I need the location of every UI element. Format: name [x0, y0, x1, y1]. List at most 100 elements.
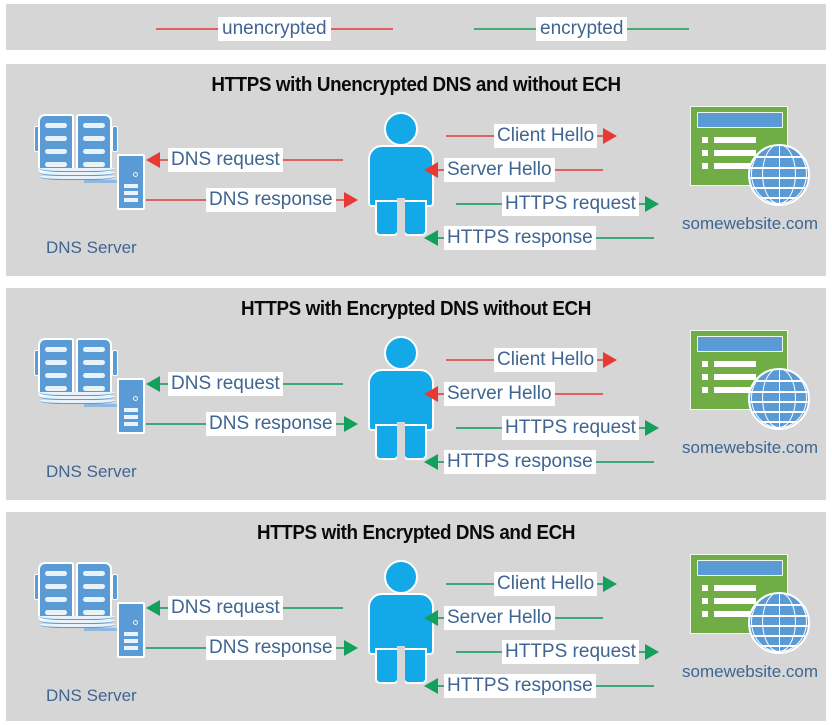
- browser-list-line: [714, 163, 756, 169]
- server-link-line: [84, 404, 120, 407]
- legend-item-unencrypted: unencrypted: [156, 17, 393, 41]
- flow-line: [438, 685, 444, 687]
- server-slot: [124, 198, 138, 202]
- flow-line: [438, 169, 444, 171]
- book-icon: [34, 336, 118, 404]
- flow-line: [456, 427, 502, 429]
- panel-unencrypted-dns-no-ech: HTTPS with Unencrypted DNS and without E…: [6, 64, 826, 276]
- person-leg-gap: [397, 646, 405, 686]
- dns-server-label: DNS Server: [46, 238, 137, 257]
- flow-line: [335, 647, 344, 649]
- person-head: [384, 336, 418, 370]
- flow-line: [438, 237, 444, 239]
- flow-line: [160, 383, 168, 385]
- flow-dns-response: DNS response: [146, 412, 358, 436]
- book-text-line: [45, 386, 67, 391]
- book-page-left: [38, 338, 74, 396]
- dns-server-node: DNS Server: [30, 112, 170, 257]
- server-tower-icon: [117, 154, 145, 210]
- globe-icon: [748, 592, 810, 654]
- browser-list-bullet: [702, 585, 708, 591]
- browser-list-bullet: [702, 150, 708, 156]
- book-text-line: [45, 347, 67, 352]
- flow-client-hello: Client Hello: [446, 572, 618, 596]
- book-text-line: [45, 123, 67, 128]
- book-page-edges: [38, 392, 116, 404]
- arrowhead-left: [424, 610, 438, 626]
- book-text-line: [45, 136, 67, 141]
- book-icon: [34, 560, 118, 628]
- flow-label: HTTPS response: [444, 226, 596, 250]
- legend-label-encrypted: encrypted: [536, 17, 628, 41]
- flow-label: DNS response: [206, 412, 336, 436]
- flow-line: [282, 383, 343, 385]
- book-icon: [34, 112, 118, 180]
- flow-line: [456, 203, 502, 205]
- flow-client-hello: Client Hello: [446, 348, 618, 372]
- panel-encrypted-dns-no-ech: HTTPS with Encrypted DNS without ECH DNS…: [6, 288, 826, 500]
- website-label: somewebsite.com: [682, 214, 819, 233]
- flow-https-request: HTTPS request: [456, 192, 659, 216]
- legend-line-unencrypted-right: [330, 28, 393, 30]
- legend-line-unencrypted: [156, 28, 218, 30]
- server-slot: [124, 191, 138, 195]
- flow-line: [160, 607, 168, 609]
- server-slot: [124, 415, 138, 419]
- flow-line: [160, 159, 168, 161]
- flow-line: [638, 651, 645, 653]
- server-slot: [124, 408, 138, 412]
- browser-list-line: [714, 611, 756, 617]
- flow-line: [282, 607, 343, 609]
- flow-dns-request: DNS request: [146, 148, 343, 172]
- user-person-icon: [361, 112, 441, 238]
- server-power-indicator: [133, 396, 138, 401]
- book-text-line: [83, 136, 105, 141]
- flow-line: [335, 423, 344, 425]
- flow-label: Server Hello: [444, 606, 555, 630]
- server-slot: [124, 632, 138, 636]
- flow-line: [335, 199, 344, 201]
- flow-https-response: HTTPS response: [424, 450, 654, 474]
- panel-title: HTTPS with Unencrypted DNS and without E…: [211, 74, 621, 96]
- flow-label: DNS request: [168, 148, 283, 172]
- browser-list-bullet: [702, 163, 708, 169]
- server-power-indicator: [133, 172, 138, 177]
- book-text-line: [45, 597, 67, 602]
- dns-server-label: DNS Server: [46, 462, 137, 481]
- flow-line: [595, 461, 654, 463]
- book-text-line: [83, 373, 105, 378]
- dns-server-node: DNS Server: [30, 560, 170, 705]
- book-page-right: [76, 114, 112, 172]
- legend-label-unencrypted: unencrypted: [218, 17, 331, 41]
- arrowhead-left: [424, 678, 438, 694]
- legend-line-encrypted: [474, 28, 536, 30]
- arrowhead-left: [146, 600, 160, 616]
- person-leg-left: [375, 424, 399, 460]
- book-page-edge: [38, 400, 116, 404]
- flow-dns-response: DNS response: [146, 188, 358, 212]
- browser-list-line: [714, 374, 756, 380]
- browser-title-bar: [697, 560, 783, 576]
- flow-line: [446, 135, 494, 137]
- book-spine-right: [112, 574, 118, 600]
- book-page-edges: [38, 616, 116, 628]
- server-tower-icon: [117, 378, 145, 434]
- globe-icon: [748, 368, 810, 430]
- browser-list-line: [714, 137, 756, 143]
- book-text-line: [45, 149, 67, 154]
- browser-title-bar: [697, 336, 783, 352]
- browser-list-line: [714, 387, 756, 393]
- flow-line: [595, 237, 654, 239]
- arrowhead-right: [644, 420, 659, 436]
- arrowhead-right: [644, 644, 659, 660]
- book-page-edge: [38, 624, 116, 628]
- website-node: somewebsite.com: [682, 330, 818, 470]
- user-person-icon: [361, 560, 441, 686]
- flow-server-hello: Server Hello: [424, 158, 603, 182]
- flow-line: [597, 583, 604, 585]
- server-slot: [124, 184, 138, 188]
- flow-server-hello: Server Hello: [424, 382, 603, 406]
- user-person-icon: [361, 336, 441, 462]
- flow-dns-request: DNS request: [146, 372, 343, 396]
